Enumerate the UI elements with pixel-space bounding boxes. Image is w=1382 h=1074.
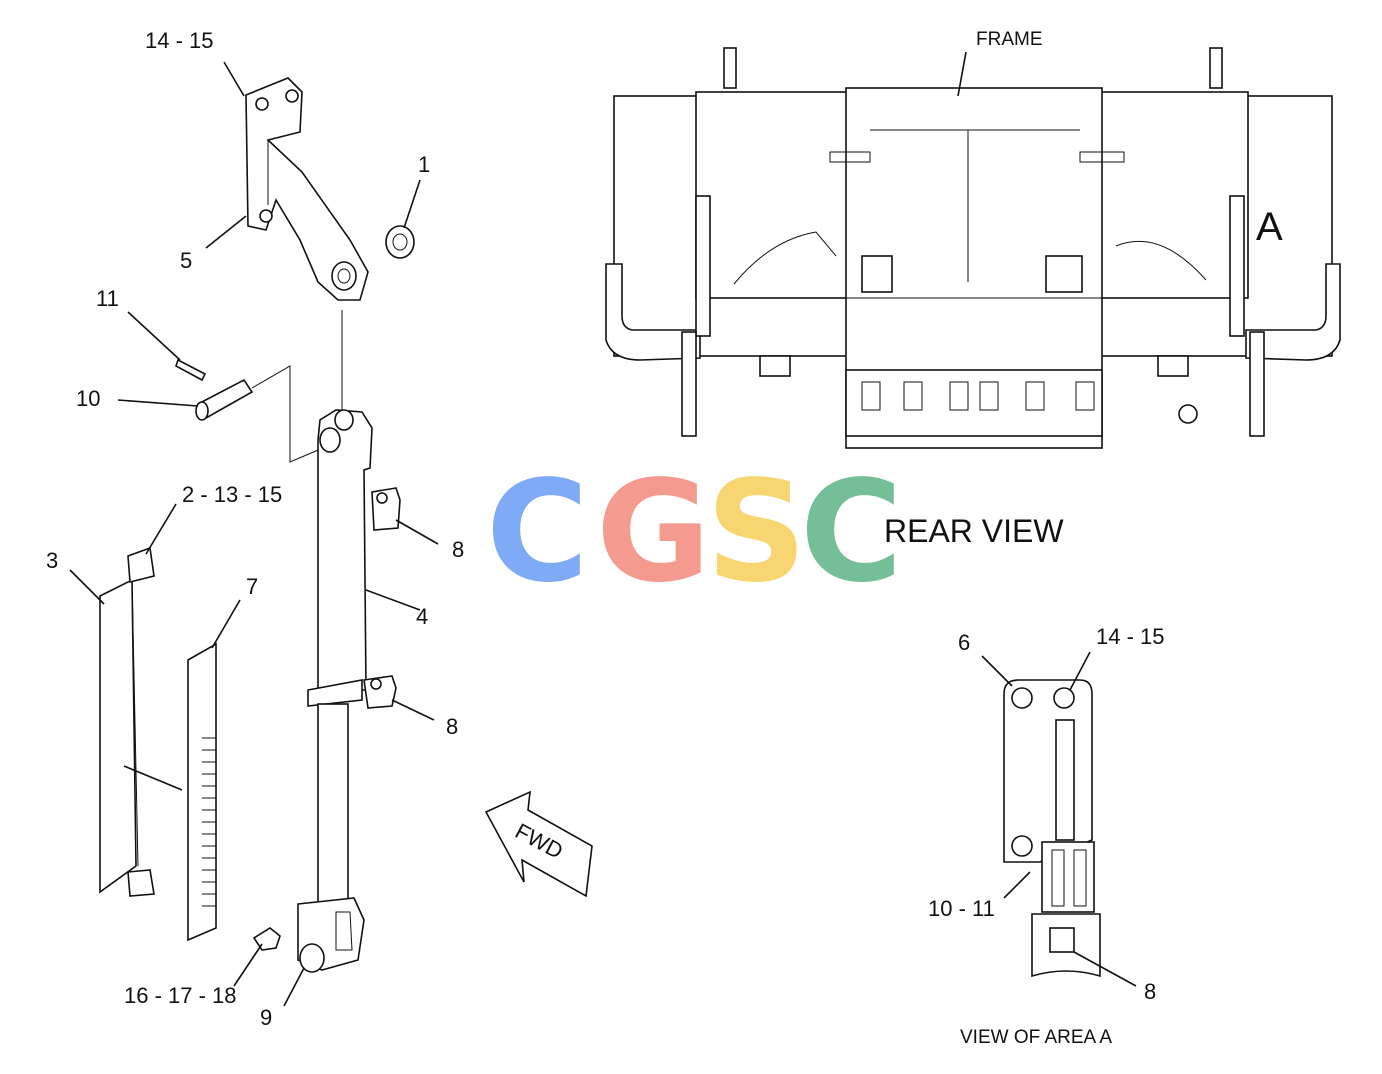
watermark-letter: S <box>706 451 807 614</box>
cotter-pin <box>175 358 207 382</box>
lever-bracket <box>245 77 369 301</box>
callout-5: 5 <box>180 248 192 273</box>
bushing <box>385 225 415 259</box>
callout-11: 11 <box>96 286 119 311</box>
callout-10-11: 10 - 11 <box>928 896 995 921</box>
watermark-letter: C <box>800 451 903 614</box>
leader-lines <box>69 61 439 1007</box>
rear-view-label: REAR VIEW <box>884 513 1064 549</box>
watermark-letter: G <box>596 451 711 614</box>
grease-fitting-lower <box>363 675 397 709</box>
callout-14-15-detail: 14 - 15 <box>1096 624 1165 649</box>
area-letter-label: A <box>1256 205 1283 249</box>
callout-labels: 14 - 15 1 5 11 10 2 - 13 - 15 3 7 8 4 8 … <box>46 28 1283 1048</box>
callout-10: 10 <box>76 386 100 411</box>
callout-9: 9 <box>260 1005 272 1030</box>
callout-4: 4 <box>416 604 428 629</box>
callout-14-15-top: 14 - 15 <box>145 28 214 53</box>
callout-8-lower: 8 <box>446 714 458 739</box>
callout-6: 6 <box>958 630 970 655</box>
scale-decal <box>187 642 217 942</box>
callout-7: 7 <box>246 574 258 599</box>
hydraulic-cylinder <box>297 409 373 973</box>
callout-1: 1 <box>418 152 430 177</box>
watermark-letter: C <box>486 451 589 614</box>
grease-fitting-upper <box>371 487 401 531</box>
indicator-plate <box>99 546 155 897</box>
forward-arrow: FWD <box>484 790 593 898</box>
fitting-assembly <box>252 927 281 951</box>
area-a-detail <box>981 651 1137 987</box>
pin <box>195 378 254 421</box>
callout-8-detail: 8 <box>1144 979 1156 1004</box>
view-of-area-label: VIEW OF AREA A <box>960 1027 1112 1048</box>
rear-view-frame <box>605 47 1341 449</box>
frame-label: FRAME <box>976 29 1043 50</box>
callout-16-17-18: 16 - 17 - 18 <box>124 983 237 1008</box>
callout-2-13-15: 2 - 13 - 15 <box>182 482 282 507</box>
cgsc-watermark-logo: C G S C <box>486 451 903 614</box>
callout-8-upper: 8 <box>452 537 464 562</box>
callout-3: 3 <box>46 548 58 573</box>
